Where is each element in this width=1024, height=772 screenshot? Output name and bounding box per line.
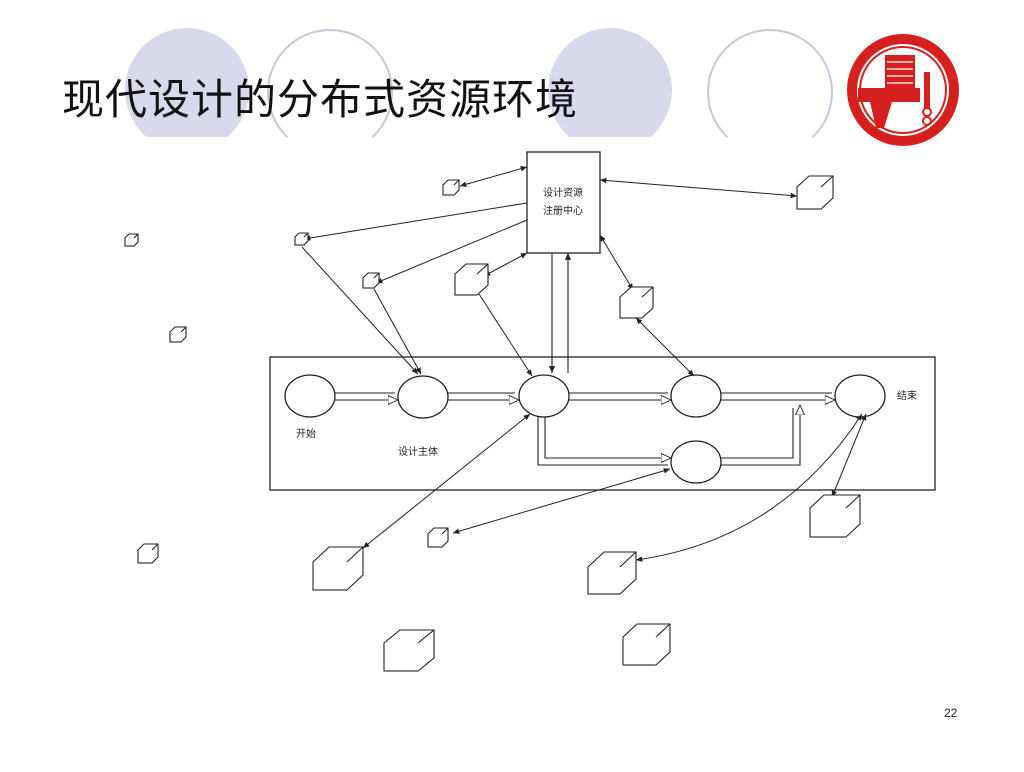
resource-cube bbox=[312, 546, 364, 591]
node-end bbox=[834, 374, 886, 418]
registry-links bbox=[548, 253, 572, 373]
node-design-subject bbox=[397, 375, 449, 419]
resource-cube bbox=[362, 272, 380, 289]
end-label: 结束 bbox=[897, 389, 917, 402]
header-bubbles bbox=[125, 28, 833, 137]
node-start bbox=[284, 374, 336, 418]
resource-cube bbox=[809, 494, 861, 538]
registry-label-line2: 注册中心 bbox=[543, 204, 583, 217]
resource-cube bbox=[137, 543, 159, 564]
resource-cube bbox=[619, 286, 654, 319]
resource-cube bbox=[622, 623, 671, 666]
resource-arrows bbox=[301, 166, 867, 562]
logo-year: 1896 bbox=[900, 118, 920, 128]
workflow-nodes bbox=[284, 374, 886, 484]
resource-cube bbox=[124, 233, 139, 247]
resource-cube bbox=[169, 326, 187, 343]
resource-cube bbox=[587, 551, 637, 595]
bubble-3 bbox=[548, 28, 672, 137]
resource-cube bbox=[294, 232, 309, 246]
university-logo: 1896 bbox=[847, 34, 959, 146]
workflow-frame bbox=[269, 356, 936, 491]
resource-cube bbox=[383, 629, 435, 672]
bubble-4 bbox=[707, 29, 833, 137]
logo-emblem bbox=[858, 55, 932, 128]
resource-cube bbox=[427, 527, 449, 548]
registry-label-line1: 设计资源 bbox=[543, 186, 583, 199]
resource-cubes bbox=[124, 175, 861, 672]
page-number: 22 bbox=[944, 706, 958, 720]
bubble-2 bbox=[267, 29, 393, 137]
node-5 bbox=[670, 440, 722, 484]
logo-stripes bbox=[887, 61, 913, 84]
resource-cube bbox=[454, 263, 489, 296]
node-3 bbox=[518, 374, 570, 418]
slide-title: 现代设计的分布式资源环境 bbox=[62, 75, 579, 124]
resource-cube bbox=[796, 175, 834, 210]
subject-label: 设计主体 bbox=[398, 445, 438, 458]
resource-cube bbox=[442, 179, 460, 196]
start-label: 开始 bbox=[296, 427, 316, 440]
node-4 bbox=[670, 374, 722, 418]
bubble-1 bbox=[125, 28, 249, 137]
registry-center: 设计资源 注册中心 bbox=[526, 151, 601, 254]
